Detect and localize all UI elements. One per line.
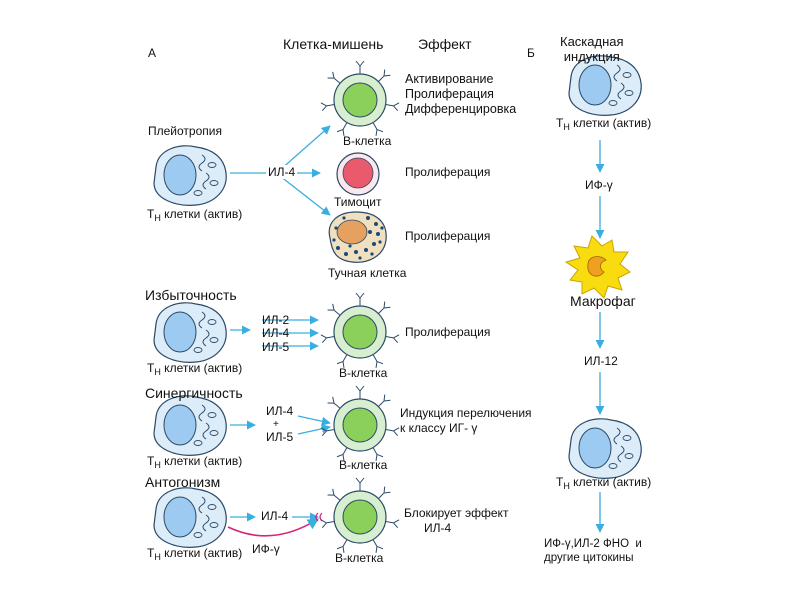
effect-block: Блокирует эффект ИЛ-4 bbox=[404, 506, 509, 535]
synergy-arrows bbox=[230, 415, 331, 435]
mast-cell bbox=[328, 211, 387, 263]
th-cell-antagonism bbox=[153, 487, 227, 548]
effect-header: Эффект bbox=[418, 36, 472, 52]
b-cell-label-synergy: В-клетка bbox=[339, 458, 388, 472]
il4-label-antagonism: ИЛ-4 bbox=[261, 509, 289, 523]
synergy-title: Синергичность bbox=[145, 385, 243, 401]
b-cell-label-pleiotropy: В-клетка bbox=[343, 134, 392, 148]
il5-label-redundancy: ИЛ-5 bbox=[262, 340, 290, 354]
macrophage-label: Макрофаг bbox=[570, 293, 636, 309]
effect-class-switch: Индукция перелючения к классу ИГ- γ bbox=[400, 406, 532, 435]
b-cell-antagonism bbox=[321, 478, 399, 553]
thymocyte-cell bbox=[336, 152, 380, 196]
th-label-redundancy: TH клетки (актив) bbox=[147, 361, 243, 377]
cascade-heading: Каскадная индукция bbox=[560, 34, 624, 64]
th-cell-redundancy bbox=[153, 302, 227, 363]
thymocyte-label: Тимоцит bbox=[334, 195, 382, 209]
effect-proliferation-redundancy: Пролиферация bbox=[405, 325, 491, 339]
mast-cell-label: Тучная клетка bbox=[328, 266, 407, 280]
b-cell-label-redundancy: В-клетка bbox=[339, 366, 388, 380]
ifg-label-antagonism: ИФ-γ bbox=[252, 542, 280, 556]
panel-b-label: Б bbox=[527, 46, 535, 60]
th-label-cascade-bottom: TH клетки (актив) bbox=[556, 475, 652, 491]
th-label-cascade-top: TH клетки (актив) bbox=[556, 116, 652, 132]
il12-label-cascade: ИЛ-12 bbox=[582, 354, 620, 368]
th-label-antagonism: TH клетки (актив) bbox=[147, 546, 243, 562]
th-label-synergy: TH клетки (актив) bbox=[147, 454, 243, 470]
cascade-output-label: ИФ-γ,ИЛ-2 ФНО и другие цитокины bbox=[544, 538, 642, 564]
b-cell-synergy bbox=[321, 386, 399, 461]
th-cell-cascade-top bbox=[568, 55, 642, 116]
effect-proliferation-mast: Пролиферация bbox=[405, 229, 491, 243]
ifg-label-cascade: ИФ-γ bbox=[583, 178, 615, 192]
th-cell-synergy bbox=[153, 395, 227, 456]
effect-proliferation-thymocyte: Пролиферация bbox=[405, 165, 491, 179]
th-cell-cascade-bottom bbox=[568, 418, 642, 479]
plus-label-synergy: + bbox=[273, 419, 279, 430]
il4-label-synergy: ИЛ-4 bbox=[266, 404, 294, 418]
effect-activation: Активирование Пролиферация Дифференциров… bbox=[405, 72, 517, 116]
antagonism-arrows bbox=[227, 512, 323, 537]
th-label-pleiotropy: TH клетки (актив) bbox=[147, 207, 243, 223]
il4-label-pleiotropy: ИЛ-4 bbox=[266, 165, 298, 179]
pleiotropy-title: Плейотропия bbox=[148, 124, 222, 138]
b-cell-label-antagonism: В-клетка bbox=[335, 551, 384, 565]
il5-label-synergy: ИЛ-5 bbox=[266, 430, 294, 444]
redundancy-arrows bbox=[230, 315, 319, 351]
target-cell-header: Клетка-мишень bbox=[283, 36, 384, 52]
redundancy-title: Избыточность bbox=[145, 287, 237, 303]
b-cell-pleiotropy bbox=[321, 61, 399, 136]
il2-label-redundancy: ИЛ-2 bbox=[262, 313, 290, 327]
b-cell-redundancy bbox=[321, 293, 399, 368]
panel-a-label: А bbox=[148, 46, 157, 60]
macrophage-cell bbox=[564, 235, 631, 299]
antagonism-title: Антогонизм bbox=[145, 474, 221, 490]
il4-label-redundancy: ИЛ-4 bbox=[262, 326, 290, 340]
th-cell-pleiotropy bbox=[153, 145, 227, 206]
